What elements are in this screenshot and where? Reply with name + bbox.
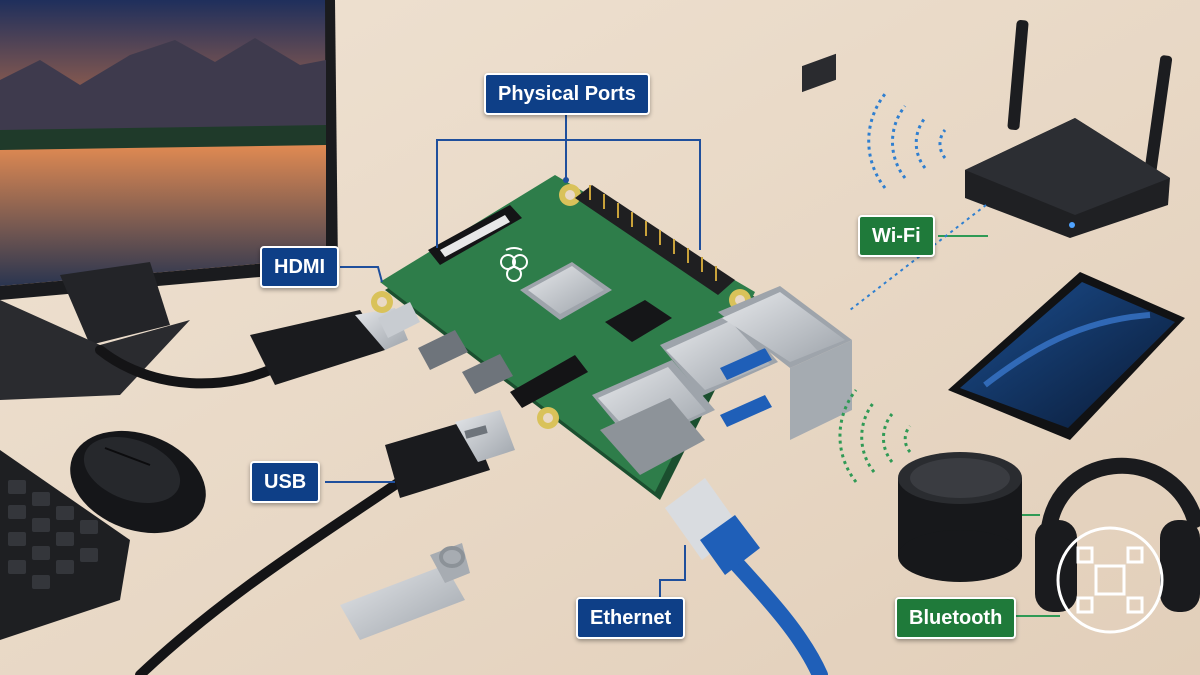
ram-chip (605, 300, 672, 342)
mouse (70, 430, 206, 534)
gpio-header (575, 185, 735, 295)
wifi-label: Wi-Fi (858, 215, 935, 257)
keyboard (0, 450, 130, 640)
physical-ports-label: Physical Ports (484, 73, 650, 115)
wifi-signal-icon (867, 93, 947, 189)
smartphone (948, 272, 1185, 440)
usb-cable-plug (385, 410, 515, 498)
headphones (1035, 457, 1200, 612)
usb-ports (592, 312, 778, 475)
bluetooth-signal-icon (838, 389, 912, 483)
raspberry-icon (500, 247, 528, 282)
ethernet-port (718, 53, 852, 440)
drone-logo-icon (1056, 526, 1164, 634)
ethernet-cable-plug (665, 478, 760, 575)
raspberry-pi-board (371, 53, 852, 500)
micro-hdmi-port-1 (418, 330, 468, 370)
micro-hdmi-port-2 (462, 354, 513, 394)
monitor (0, 0, 338, 400)
hdmi-label: HDMI (260, 246, 340, 288)
ethernet-label: Ethernet (576, 597, 686, 639)
usb-c-port (378, 302, 420, 338)
usb-cable (135, 473, 410, 675)
flash-drive (340, 543, 470, 640)
hdmi-cable (95, 345, 295, 389)
bluetooth-speaker (898, 452, 1022, 582)
usb-label: USB (250, 461, 321, 503)
bluetooth-label: Bluetooth (895, 597, 1017, 639)
router (965, 20, 1173, 238)
